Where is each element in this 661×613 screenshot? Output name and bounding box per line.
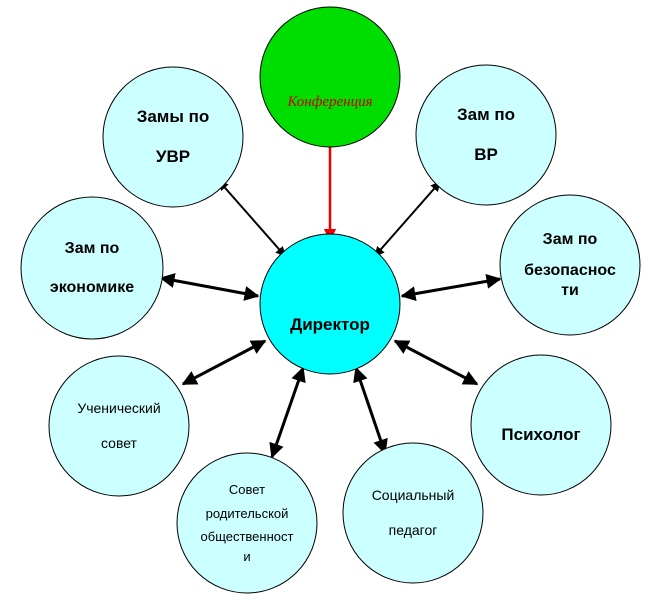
arrow-student-council xyxy=(181,339,267,386)
parent-council-line2: родительской xyxy=(205,505,289,521)
vr-line2: ВР xyxy=(474,145,498,164)
economics-line1: Зам по xyxy=(64,239,120,257)
student-council-line2: совет xyxy=(101,435,137,451)
node-parent-council: Совет родительской общественност и xyxy=(177,453,317,593)
node-psychologist-circle xyxy=(470,354,612,496)
node-vr: Зам по ВР xyxy=(416,65,556,205)
node-vr-circle xyxy=(415,64,557,206)
security-line2: безопаснос xyxy=(524,262,616,280)
node-parent-council-circle xyxy=(176,452,318,594)
psychologist-label: Психолог xyxy=(501,424,581,444)
node-social-pedagogue: Социальный педагог xyxy=(343,443,483,583)
node-uvr-circle xyxy=(102,66,244,208)
social-pedagogue-line2: педагог xyxy=(388,522,438,538)
security-line1: Зам по xyxy=(542,231,598,249)
conference-label: Конференция xyxy=(287,94,373,110)
director-label: Директор xyxy=(290,314,370,334)
social-pedagogue-line1: Социальный xyxy=(371,487,455,504)
node-uvr: Замы по УВР xyxy=(103,67,243,207)
arrow-uvr xyxy=(218,180,286,257)
parent-council-line1: Совет xyxy=(228,482,266,497)
arrow-social-pedagogue xyxy=(353,366,388,455)
node-social-pedagogue-circle xyxy=(342,442,484,584)
node-economics: Зам по экономике xyxy=(21,197,163,339)
economics-line2: экономике xyxy=(49,279,135,296)
parent-council-line4: и xyxy=(243,548,251,564)
node-conference: Конференция xyxy=(260,7,400,147)
student-council-line1: Ученический xyxy=(77,400,161,417)
arrow-vr xyxy=(374,181,441,257)
arrow-economics xyxy=(159,273,260,301)
parent-council-line3: общественност xyxy=(200,529,294,544)
node-economics-circle xyxy=(20,196,164,340)
node-student-council: Ученический совет xyxy=(49,356,189,496)
arrow-parent-council xyxy=(269,366,306,459)
arrow-security xyxy=(400,273,502,302)
uvr-line1: Замы по xyxy=(136,106,210,126)
vr-line1: Зам по xyxy=(456,104,516,124)
uvr-line2: УВР xyxy=(155,147,191,166)
node-security-circle xyxy=(499,194,641,336)
node-psychologist: Психолог xyxy=(471,355,611,495)
security-line3: ти xyxy=(561,281,579,299)
node-director: Директор xyxy=(260,234,400,374)
node-conference-circle xyxy=(259,6,401,148)
node-student-council-circle xyxy=(48,355,190,497)
node-director-circle xyxy=(259,233,401,375)
arrow-psychologist xyxy=(393,339,479,386)
node-security: Зам по безопаснос ти xyxy=(500,195,640,335)
